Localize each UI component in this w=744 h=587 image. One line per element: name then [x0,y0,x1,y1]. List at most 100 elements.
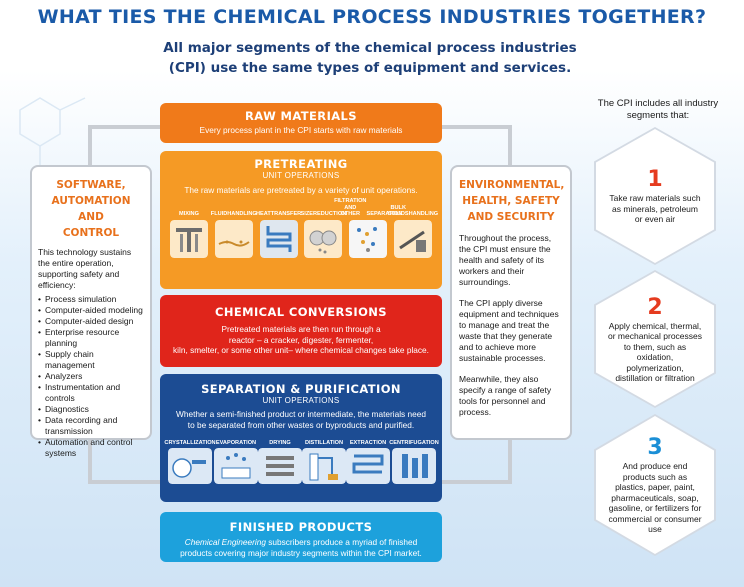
centrifugation-operation: CENTRIFUGATION [389,432,439,484]
separation-title: SEPARATION & PURIFICATION [201,382,401,396]
environmental-title-line-3: AND SECURITY [467,211,555,223]
step-text: Take raw materials such as minerals, pet… [609,193,701,225]
finished-products-emphasis: Chemical Engineering [184,537,266,547]
op-label: DRYING [269,439,291,446]
finished-products-rest: subscribers produce a myriad of finished [265,537,418,547]
connector-bottom-left [88,480,160,484]
hexagon-body: 3 And produce end products such as plast… [596,416,714,554]
distillation-operation: DISTILLATION [302,432,346,484]
step-text: And produce end products such as plastic… [608,461,702,535]
software-title-line-1: SOFTWARE, [56,179,126,191]
cpi-step-3: 3 And produce end products such as plast… [594,414,716,556]
chemical-conversions-title: CHEMICAL CONVERSIONS [214,305,387,319]
filtration-icon [349,219,388,258]
software-automation-card: SOFTWARE, AUTOMATION AND CONTROL This te… [30,165,152,458]
chemical-conversions-desc: Pretreated materials are then run throug… [160,324,442,356]
cpi-intro: The CPI includes all industry segments t… [583,98,733,122]
op-label: DISTILLATION [304,439,344,446]
step-text: Apply chemical, thermal, or mechanical p… [608,320,703,384]
separation-operations: CRYSTALLIZATION EVAPORATION DRYING [164,432,439,484]
chemical-conversions-line-3: kiln, smelter, or some other unit– where… [173,345,429,355]
size-reduction-icon [304,219,343,258]
list-item: Enterprise resource planning [38,327,144,349]
pretreating-desc: The raw materials are pretreated by a va… [184,185,418,195]
connector-bottom-right-vertical [508,440,512,484]
environmental-para-2: The CPI apply diverse equipment and tech… [459,298,559,363]
environmental-title: ENVIRONMENTAL, HEALTH, SAFETY AND SECURI… [459,177,565,225]
chemical-conversions-line-1: Pretreated materials are then run throug… [221,324,381,334]
subtitle-line-2: (CPI) use the same types of equipment an… [168,60,572,76]
distillation-icon [302,448,346,484]
pretreating-title: PRETREATING [254,157,348,171]
separation-desc-line-2: to be separated from other wastes or byp… [187,419,415,430]
page-title: WHAT TIES THE CHEMICAL PROCESS INDUSTRIE… [37,6,707,28]
environmental-title-line-2: HEALTH, SAFETY [462,195,560,207]
connector-top-left [88,125,160,129]
finished-products-panel: FINISHED PRODUCTS Chemical Engineering s… [160,512,442,562]
list-item: Diagnostics [38,404,144,415]
extraction-operation: EXTRACTION [346,432,390,484]
separation-desc: Whether a semi-finished product or inter… [166,409,436,430]
list-item: Instrumentation and controls [38,382,144,404]
evaporation-operation: EVAPORATION [214,432,258,484]
page-subtitle: All major segments of the chemical proce… [120,38,620,78]
cpi-intro-line-2: segments that: [626,110,690,121]
pretreating-subtitle: UNIT OPERATIONS [262,171,340,180]
pretreating-panel: PRETREATING UNIT OPERATIONS The raw mate… [160,151,442,289]
environmental-title-line-1: ENVIRONMENTAL, [459,179,565,191]
raw-materials-title: RAW MATERIALS [245,109,357,123]
list-item: Automation and control systems [38,437,144,459]
environmental-card: ENVIRONMENTAL, HEALTH, SAFETY AND SECURI… [450,165,572,440]
centrifugation-icon [392,448,436,484]
step-number: 2 [647,294,663,320]
software-title-line-2: AUTOMATION AND [51,195,131,223]
cpi-step-2: 2 Apply chemical, thermal, or mechanical… [594,270,716,408]
chemical-conversions-line-2: reactor – a cracker, digester, fermenter… [228,334,374,345]
subtitle-line-1: All major segments of the chemical proce… [163,40,577,56]
mixing-icon [170,219,208,258]
connector-bottom-left-vertical [88,440,92,484]
hexagon-body: 2 Apply chemical, thermal, or mechanical… [596,272,714,406]
crystallization-operation: CRYSTALLIZATION [164,432,216,484]
op-label: EVAPORATION [215,439,257,446]
finished-products-line-1: Chemical Engineering subscribers produce… [160,537,442,548]
list-item: Data recording and transmission [38,415,144,437]
bulk-solids-icon [393,219,432,258]
finished-products-title: FINISHED PRODUCTS [229,520,373,534]
environmental-para-3: Meanwhile, they also specify a range of … [459,374,552,417]
software-intro: This technology sustains the entire oper… [38,247,132,290]
separation-subtitle: UNIT OPERATIONS [262,396,340,405]
software-title-line-3: CONTROL [62,227,120,239]
cpi-step-1: 1 Take raw materials such as minerals, p… [594,127,716,265]
cpi-intro-line-1: The CPI includes all industry [597,98,719,109]
step-number: 1 [647,167,663,193]
op-label: CRYSTALLIZATION [164,439,216,446]
heat-transfer-icon [259,219,298,258]
mixing-operation: MIXING [168,204,210,258]
software-title: SOFTWARE, AUTOMATION AND CONTROL [38,177,144,241]
connector-bottom-right [440,480,512,484]
separation-panel: SEPARATION & PURIFICATION UNIT OPERATION… [160,374,442,502]
evaporation-icon [214,448,258,484]
list-item: Process simulation [38,294,144,305]
chemical-conversions-panel: CHEMICAL CONVERSIONS Pretreated material… [160,295,442,367]
raw-materials-panel: RAW MATERIALS Every process plant in the… [160,103,442,143]
software-list: Process simulation Computer-aided modeli… [38,294,144,459]
op-label: EXTRACTION [349,439,387,446]
list-item: Computer-aided modeling [38,305,144,316]
extraction-icon [346,448,390,484]
connector-top-right [440,125,512,129]
list-item: Computer-aided design [38,316,144,327]
environmental-para-1: Throughout the process, the CPI must ens… [459,233,552,287]
list-item: Supply chain management [38,349,144,371]
finished-products-desc: Chemical Engineering subscribers produce… [160,537,442,558]
op-label: MIXING [179,211,199,218]
